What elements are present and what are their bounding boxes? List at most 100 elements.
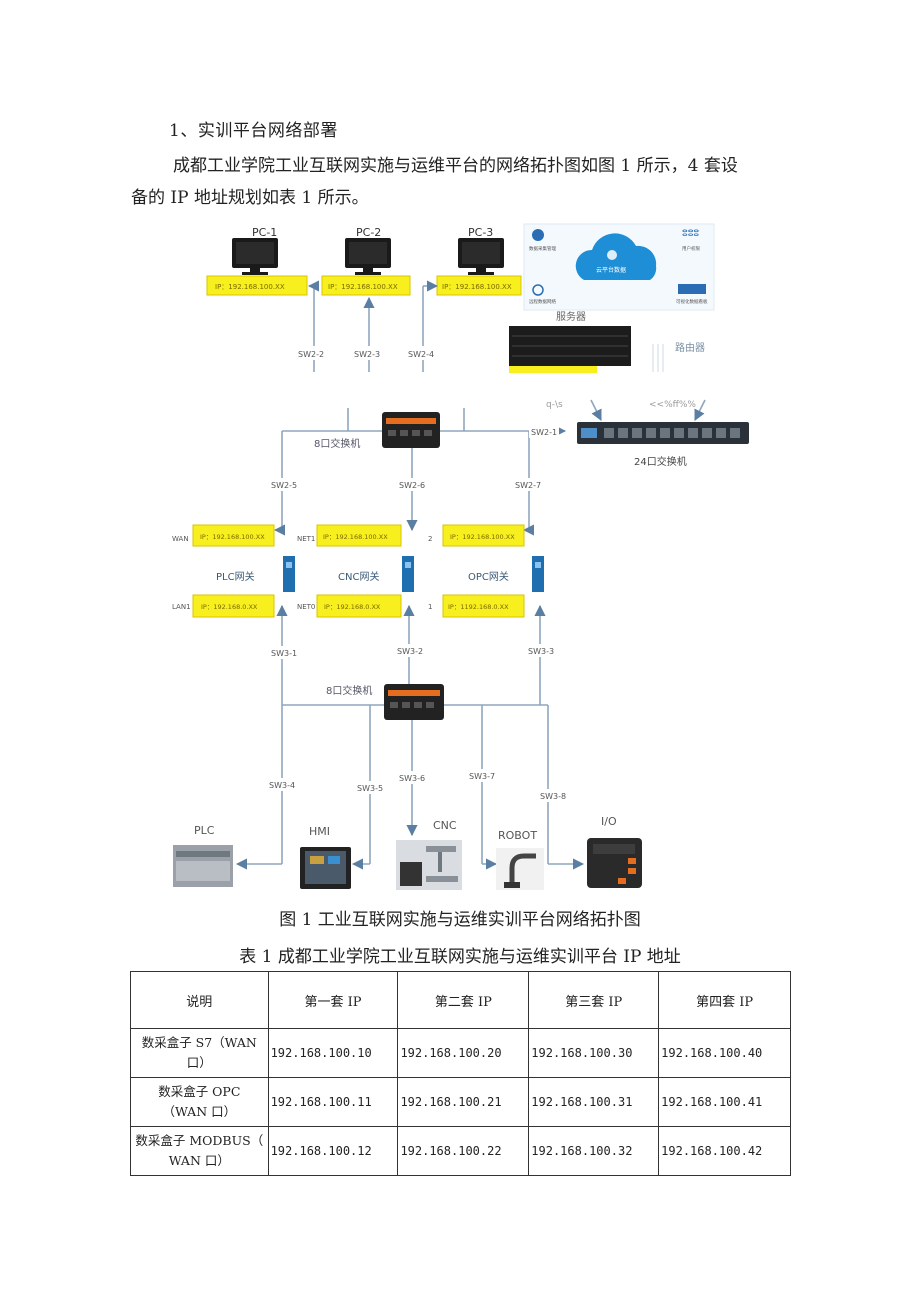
table-header-row: 说明 第一套 IP 第二套 IP 第三套 IP 第四套 IP <box>130 971 791 1029</box>
link-sw2-5: SW2-5 <box>271 481 297 490</box>
24-port-switch-icon <box>577 422 749 444</box>
link-sw2-2: SW2-2 <box>298 350 324 359</box>
io-module-icon <box>587 838 642 888</box>
cnc-gw-top-port: NET1 <box>297 535 315 543</box>
link-sw3-6: SW3-6 <box>399 774 425 783</box>
opc-gw-top-ip: IP：192.168.100.XX <box>450 533 515 541</box>
desc-line-1: 数采盒子 OPC <box>158 1084 241 1099</box>
ip-cell: 192.168.100.30 <box>528 1028 660 1078</box>
network-icon <box>532 284 544 296</box>
switch8-top-label: 8口交换机 <box>314 437 360 450</box>
bottom-8-port-switch-icon <box>384 684 444 720</box>
cnc-gateway-icon <box>402 556 414 592</box>
desc-line-1: 数采盒子 S7（WAN <box>141 1035 257 1050</box>
switch24-label: 24口交换机 <box>634 455 687 468</box>
cnc-gw-bottom-port: NET0 <box>297 603 315 611</box>
router-label: 路由器 <box>675 341 705 354</box>
garbled-text-right: <<%ff%% <box>649 400 696 410</box>
ip-cell: 192.168.100.12 <box>267 1126 399 1176</box>
ip-cell: 192.168.100.20 <box>397 1028 530 1078</box>
table-header-cell: 第二套 IP <box>397 971 530 1029</box>
link-sw3-3: SW3-3 <box>528 647 554 656</box>
network-topology-diagram: PC-1 IP：192.168.100.XX PC-2 IP：192.168.1… <box>172 223 749 890</box>
device-cnc-label: CNC <box>433 819 457 832</box>
plc-gw-bottom-port: LAN1 <box>172 603 191 611</box>
cloud-label: 云平台数据 <box>596 266 626 274</box>
garbled-text-left: q-\s <box>546 400 563 410</box>
table-header-cell: 第四套 IP <box>658 971 791 1029</box>
table-header-cell: 第三套 IP <box>528 971 660 1029</box>
pc-1-ip: IP：192.168.100.XX <box>215 283 285 291</box>
plc-gw-top-port: WAN <box>172 535 189 543</box>
plc-gateway-label: PLC网关 <box>216 570 255 583</box>
server-label: 服务器 <box>556 310 586 323</box>
dashboard-icon <box>678 284 706 294</box>
link-sw3-1: SW3-1 <box>271 649 297 658</box>
opc-gw-top-port: 2 <box>428 535 432 543</box>
opc-gateway-label: OPC网关 <box>468 570 509 583</box>
pc-3-ip: IP：192.168.100.XX <box>442 283 512 291</box>
link-sw2-7: SW2-7 <box>515 481 541 490</box>
desc-line-2: WAN 口） <box>168 1153 230 1168</box>
desc-line-1: 数采盒子 MODBUS（ <box>135 1133 264 1148</box>
hmi-screen-icon <box>300 847 351 889</box>
cnc-gw-top-ip: IP：192.168.100.XX <box>323 533 388 541</box>
chart-icon <box>532 229 544 241</box>
table-row: 数采盒子 OPC （WAN 口） 192.168.100.11 192.168.1… <box>130 1077 791 1127</box>
intro-paragraph: 成都工业学院工业互联网实施与运维平台的网络拓扑图如图 1 所示，4 套设 备的 … <box>131 150 791 214</box>
pc-3-ip-box <box>436 275 522 296</box>
link-sw3-5: SW3-5 <box>357 784 383 793</box>
ip-address-table: 说明 第一套 IP 第二套 IP 第三套 IP 第四套 IP 数采盒子 S7（W… <box>130 971 791 1176</box>
opc-gateway-icon <box>532 556 544 592</box>
users-icon: ⵓⵓⵓ <box>682 229 699 239</box>
pc-2-ip-box <box>321 275 411 296</box>
cnc-machine-icon <box>396 840 462 890</box>
cloud-corner-br: 可视化数据看板 <box>676 298 708 305</box>
link-sw2-6: SW2-6 <box>399 481 425 490</box>
ip-cell: 192.168.100.11 <box>267 1077 399 1127</box>
opc-gw-bottom-ip: IP：1192.168.0.XX <box>448 603 509 611</box>
link-sw2-1: SW2-1 <box>531 428 557 437</box>
top-8-port-switch-icon <box>382 412 440 448</box>
table-caption: 表 1 成都工业学院工业互联网实施与运维实训平台 IP 地址 <box>239 947 681 967</box>
desc-line-2: （WAN 口） <box>162 1104 237 1119</box>
pc-1-monitor-icon <box>232 238 278 268</box>
device-plc-label: PLC <box>194 824 215 837</box>
intro-line-2: 备的 IP 地址规划如表 1 所示。 <box>131 188 369 208</box>
plc-gateway-group: WAN IP：192.168.100.XX PLC网关 LAN1 IP：192.… <box>172 524 295 618</box>
server-icon <box>509 326 631 373</box>
opc-gateway-group: 2 IP：192.168.100.XX OPC网关 1 IP：1192.168.… <box>428 524 544 618</box>
intro-line-1: 成都工业学院工业互联网实施与运维平台的网络拓扑图如图 1 所示，4 套设 <box>173 156 738 176</box>
pc-2-monitor-icon <box>345 238 391 268</box>
cloud-platform-panel: 云平台数据 数据采集管理 ⵓⵓⵓ 用户权限 远程数据网络 可视化数据看板 <box>523 223 715 311</box>
row-description: 数采盒子 OPC （WAN 口） <box>130 1077 269 1127</box>
link-sw3-4: SW3-4 <box>269 781 295 790</box>
cloud-corner-tr: 用户权限 <box>682 245 700 252</box>
ip-cell: 192.168.100.42 <box>658 1126 791 1176</box>
table-header-cell: 说明 <box>130 971 269 1029</box>
cnc-gateway-group: NET1 IP：192.168.100.XX CNC网关 NET0 IP：192… <box>297 524 414 618</box>
ip-cell: 192.168.100.31 <box>528 1077 660 1127</box>
pc-2-group: PC-2 IP：192.168.100.XX <box>321 226 411 296</box>
switch8-bottom-label: 8口交换机 <box>326 684 372 697</box>
ip-cell: 192.168.100.21 <box>397 1077 530 1127</box>
pc-2-label: PC-2 <box>356 226 381 239</box>
pc-3-monitor-icon <box>458 238 504 268</box>
ip-cell: 192.168.100.32 <box>528 1126 660 1176</box>
link-sw2-3: SW2-3 <box>354 350 380 359</box>
device-io-label: I/O <box>601 815 617 828</box>
robot-arm-icon <box>496 848 544 890</box>
pc-1-label: PC-1 <box>252 226 277 239</box>
pc-3-label: PC-3 <box>468 226 493 239</box>
device-robot-label: ROBOT <box>498 829 537 842</box>
cnc-gateway-label: CNC网关 <box>338 570 379 583</box>
section-heading: 1、实训平台网络部署 <box>169 121 338 141</box>
link-sw2-4: SW2-4 <box>408 350 434 359</box>
pc-1-ip-box <box>206 275 308 296</box>
table-row: 数采盒子 MODBUS（ WAN 口） 192.168.100.12 192.16… <box>130 1126 791 1176</box>
plc-gw-bottom-ip: IP：192.168.0.XX <box>201 603 258 611</box>
opc-gw-bottom-port: 1 <box>428 603 432 611</box>
cloud-corner-bl: 远程数据网络 <box>529 298 556 305</box>
